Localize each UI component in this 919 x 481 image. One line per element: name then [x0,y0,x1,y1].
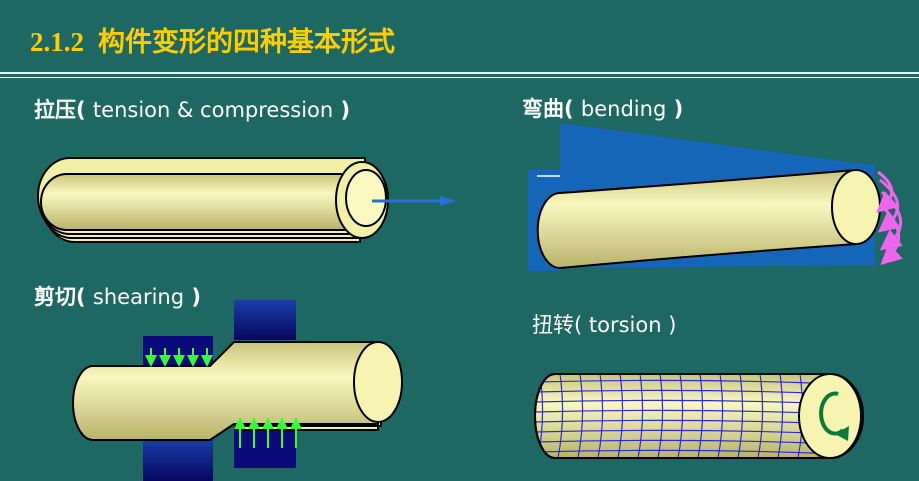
label-shearing-en: shearing [92,285,185,309]
label-bending: 弯曲( bending ) [522,97,684,121]
label-torsion-en: torsion [588,313,662,337]
title-divider-thick [0,72,919,74]
section-title: 构件变形的四种基本形式 [98,27,395,58]
label-shearing-cn: 剪切 [34,285,76,309]
label-shearing: 剪切( shearing ) [34,285,201,309]
bending-moment-arrows [876,170,903,266]
label-tension-cn: 拉压 [34,98,76,122]
label-torsion-cn: 扭转 [532,313,574,337]
shear-arrows-up [234,417,302,448]
slide-title: 2.1.2 构件变形的四种基本形式 [30,20,395,59]
shear-arrows-down [145,348,213,367]
tension-rod [37,157,389,243]
section-number: 2.1.2 [30,27,84,57]
label-bending-en: bending [580,97,667,121]
label-tension-en: tension & compression [92,98,334,122]
label-bending-cn: 弯曲 [522,97,564,121]
torsion-arrow [819,391,849,441]
shear-block-top [234,300,296,340]
torsion-rod [534,373,864,459]
tension-arrow [372,196,456,206]
bending-beam [536,168,881,270]
label-torsion: 扭转( torsion ) [532,313,677,337]
label-tension: 拉压( tension & compression ) [34,98,351,122]
title-divider-thin [0,77,919,78]
